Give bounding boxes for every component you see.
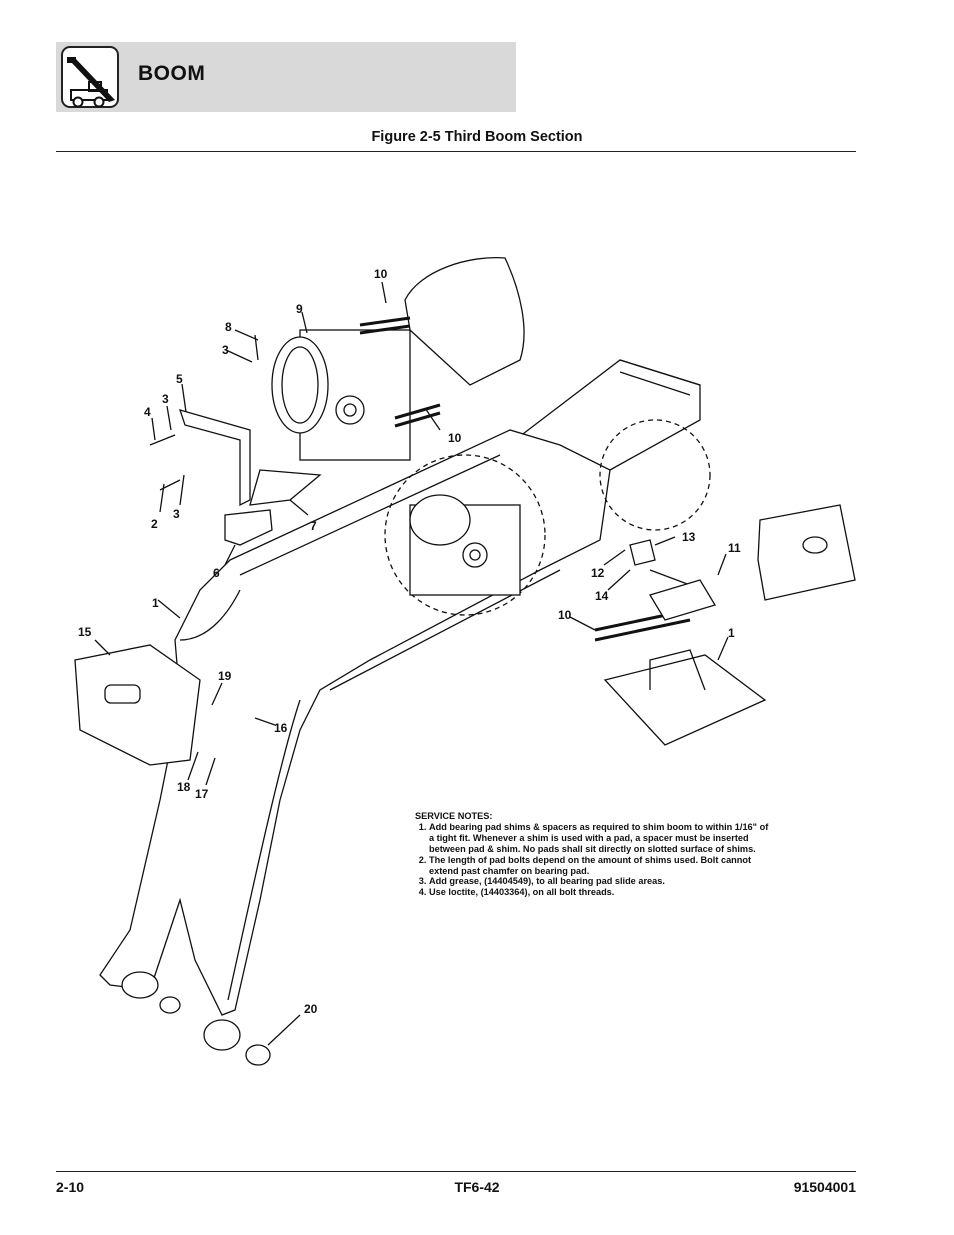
- page-number: 2-10: [56, 1179, 85, 1195]
- callout-13: 13: [682, 530, 696, 544]
- callout-10-mid: 10: [448, 431, 462, 445]
- document-number: 91504001: [793, 1179, 856, 1195]
- figure-title: Figure 2-5 Third Boom Section: [371, 129, 583, 145]
- callout-3-mid: 3: [162, 392, 169, 406]
- callout-8: 8: [225, 320, 232, 334]
- service-notes-heading: SERVICE NOTES:: [415, 811, 493, 821]
- callout-3-upper: 3: [222, 343, 229, 357]
- callout-10-top: 10: [374, 267, 388, 281]
- header-rule: [56, 151, 856, 152]
- service-notes-list: Add bearing pad shims & spacers as requi…: [415, 822, 775, 898]
- callout-1-boom: 1: [152, 596, 159, 610]
- service-note-4: Use loctite, (14403364), on all bolt thr…: [429, 887, 775, 898]
- callout-3-lower: 3: [173, 507, 180, 521]
- callout-18: 18: [177, 780, 191, 794]
- section-title: BOOM: [138, 62, 206, 85]
- callout-14: 14: [595, 589, 609, 603]
- telehandler-icon: [61, 46, 119, 108]
- callout-17: 17: [195, 787, 209, 801]
- model-number: TF6-42: [454, 1179, 500, 1195]
- callout-6: 6: [213, 566, 220, 580]
- callout-16: 16: [274, 721, 288, 735]
- header-band: BOOM: [56, 42, 516, 112]
- callout-19: 19: [218, 669, 232, 683]
- callout-9: 9: [296, 302, 303, 316]
- callout-10-lower: 10: [558, 608, 572, 622]
- callout-1-pad: 1: [728, 626, 735, 640]
- service-notes: SERVICE NOTES: Add bearing pad shims & s…: [415, 811, 775, 898]
- callout-4: 4: [144, 405, 151, 419]
- callout-7: 7: [310, 519, 317, 533]
- callout-20: 20: [304, 1002, 318, 1016]
- service-note-2: The length of pad bolts depend on the am…: [429, 855, 775, 877]
- service-note-1: Add bearing pad shims & spacers as requi…: [429, 822, 775, 855]
- callout-11: 11: [728, 541, 741, 555]
- callout-15: 15: [78, 625, 92, 639]
- service-note-3: Add grease, (14404549), to all bearing p…: [429, 876, 775, 887]
- callout-12: 12: [591, 566, 605, 580]
- callout-5: 5: [176, 372, 183, 386]
- footer-rule: [56, 1171, 856, 1172]
- callout-2: 2: [151, 517, 158, 531]
